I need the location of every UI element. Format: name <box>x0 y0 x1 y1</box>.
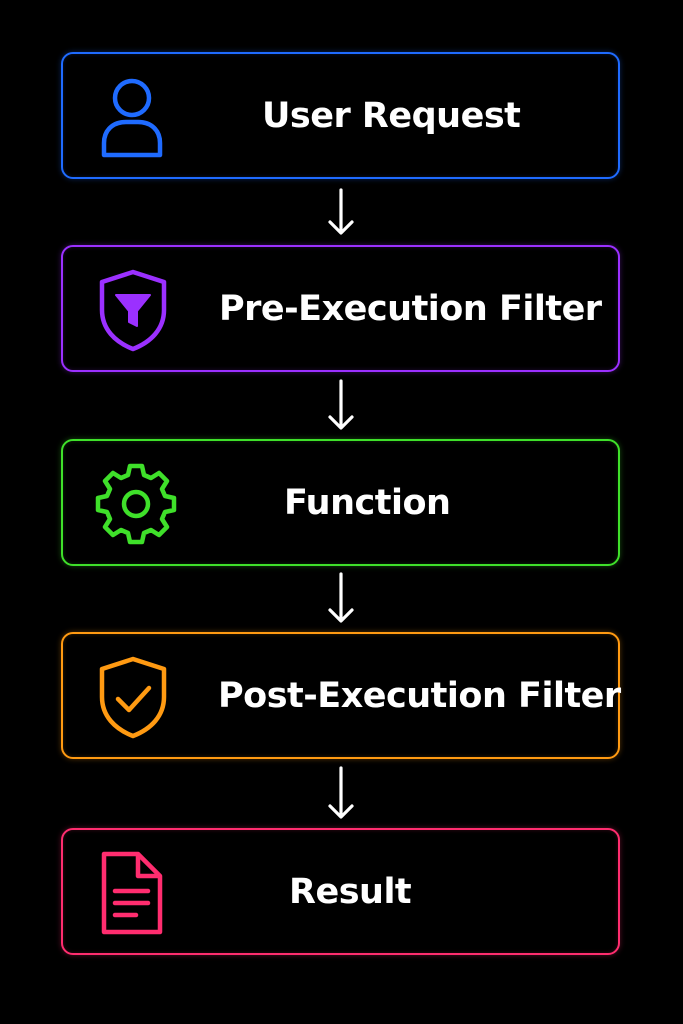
step-label: Post-Execution Filter <box>218 675 621 716</box>
step-result: Result <box>61 828 620 955</box>
step-post-execution-filter: Post-Execution Filter <box>61 632 621 759</box>
step-function: Function <box>61 439 620 566</box>
step-user-request: User Request <box>61 52 620 179</box>
step-pre-execution-filter: Pre-Execution Filter <box>61 245 620 372</box>
user-icon <box>91 75 181 159</box>
arrow-down-icon <box>326 376 356 436</box>
document-icon <box>91 851 181 935</box>
arrow-down-icon <box>326 569 356 629</box>
gear-icon <box>91 462 181 546</box>
arrow-down-icon <box>326 763 356 825</box>
step-label: Result <box>289 871 412 912</box>
shield-check-icon <box>91 655 181 739</box>
shield-filter-icon <box>91 268 181 352</box>
step-label: Function <box>284 482 451 523</box>
arrow-down-icon <box>326 183 356 243</box>
step-label: Pre-Execution Filter <box>219 288 602 329</box>
step-label: User Request <box>262 95 521 136</box>
